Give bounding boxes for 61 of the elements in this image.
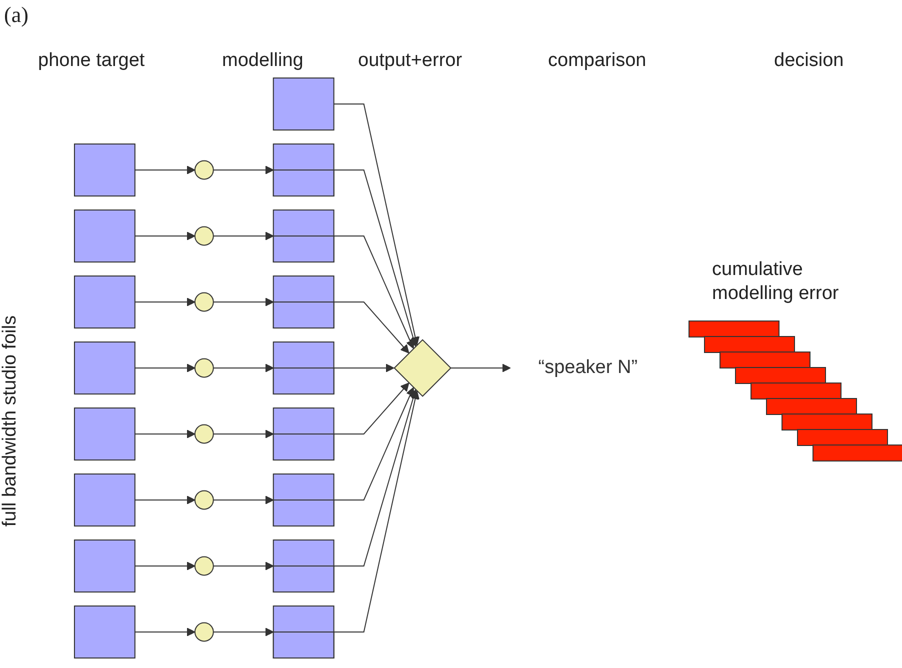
model-circle xyxy=(194,490,214,510)
column-heading: decision xyxy=(774,50,844,72)
arrow xyxy=(212,364,274,372)
output-error-box xyxy=(272,210,334,262)
arrow xyxy=(212,232,274,240)
arrow xyxy=(134,628,196,636)
arrow xyxy=(134,562,196,570)
column-heading: phone target xyxy=(38,50,145,72)
column-heading: modelling xyxy=(222,50,304,72)
arrow xyxy=(212,628,274,636)
arrow xyxy=(333,382,410,434)
foil-box xyxy=(74,540,136,592)
model-circle xyxy=(194,226,214,246)
arrow xyxy=(212,298,274,306)
model-circle xyxy=(194,622,214,642)
arrow xyxy=(333,236,414,349)
arrow xyxy=(333,389,418,566)
output-error-box xyxy=(272,606,334,658)
arrow xyxy=(134,364,196,372)
arrow xyxy=(134,232,196,240)
arrow xyxy=(134,298,196,306)
column-heading: output+error xyxy=(358,50,462,72)
output-error-box xyxy=(272,144,334,196)
arrow xyxy=(134,166,196,174)
foil-box xyxy=(74,342,136,394)
output-error-box xyxy=(272,342,334,394)
foil-box xyxy=(74,210,136,262)
model-circle xyxy=(194,424,214,444)
arrow xyxy=(134,496,196,504)
foil-box xyxy=(74,276,136,328)
foil-box xyxy=(74,144,136,196)
output-error-box xyxy=(272,276,334,328)
annotation: cumulative modelling error xyxy=(712,258,840,306)
arrow xyxy=(333,302,410,354)
annotation: full bandwidth studio foils xyxy=(0,315,22,527)
arrow xyxy=(333,387,414,500)
decision-text: “speaker N” xyxy=(538,356,638,378)
arrow xyxy=(212,562,274,570)
arrow xyxy=(212,166,274,174)
foil-box xyxy=(74,606,136,658)
panel-label: (a) xyxy=(4,2,28,28)
arrow xyxy=(333,364,394,372)
arrow xyxy=(212,430,274,438)
model-circle xyxy=(194,292,214,312)
model-circle xyxy=(194,160,214,180)
output-error-box xyxy=(272,408,334,460)
arrow xyxy=(212,496,274,504)
column-heading: comparison xyxy=(548,50,646,72)
foil-box xyxy=(74,474,136,526)
model-circle xyxy=(194,358,214,378)
output-error-box xyxy=(272,474,334,526)
arrow xyxy=(333,170,418,347)
comparison-diamond xyxy=(394,339,452,397)
arrow xyxy=(333,390,420,632)
model-circle xyxy=(194,556,214,576)
phone-target-box xyxy=(272,78,334,130)
arrow xyxy=(450,364,511,372)
arrow xyxy=(134,430,196,438)
output-error-box xyxy=(272,540,334,592)
foil-box xyxy=(74,408,136,460)
arrow xyxy=(333,104,420,346)
